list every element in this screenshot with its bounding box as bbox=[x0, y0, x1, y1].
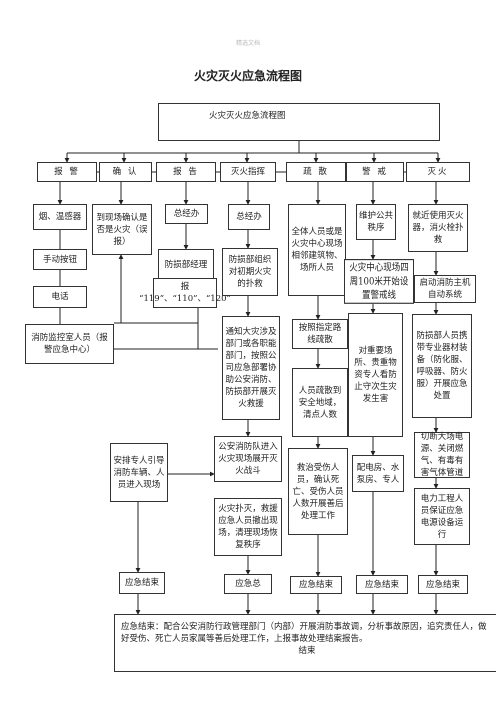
node-cmd-org: 防损部组织对初期火灾的扑救 bbox=[222, 248, 278, 296]
stage-report: 报 告 bbox=[156, 162, 216, 182]
node-guard-key: 对重要场所、贵重物资专人看防止守次生灾发生害 bbox=[348, 313, 403, 437]
node-evac-route: 按照指定路线疏散 bbox=[292, 319, 348, 349]
stage-confirm: 确 认 bbox=[99, 162, 152, 182]
node-fire-elec: 电力工程人员保证应急电源设备运行 bbox=[414, 488, 470, 545]
node-cmd-police: 公安消防队进入火灾现场展开灭火战斗 bbox=[214, 436, 282, 482]
stage-alarm: 报 警 bbox=[37, 162, 97, 182]
node-end-1: 应急结束 bbox=[119, 572, 165, 594]
node-cmd-gm: 总经办 bbox=[228, 204, 270, 230]
node-report-call: 报 “119”、“110”、“120” bbox=[139, 278, 231, 308]
node-cmd-after: 火灾扑灭，救援应急人员撤出现场，清理现场恢复秩序 bbox=[214, 498, 282, 556]
node-fire-team: 防损部人员携带专业器材装备（防化服、呼吸器、防火服）开展应急处置 bbox=[412, 314, 472, 418]
stage-command: 灭火指挥 bbox=[220, 162, 276, 182]
stage-extinguish: 灭火 bbox=[406, 162, 470, 182]
node-final: 应急结束：配合公安消防行政管理部门（内部）开展消防事故调，分析事故原因，追究责任… bbox=[114, 614, 496, 672]
node-end-2: 应急总 bbox=[224, 574, 272, 594]
flowchart-header: 火灾灭火应急流程图 bbox=[158, 103, 440, 141]
node-end-5: 应急结束 bbox=[418, 575, 468, 594]
node-evac-rescue: 救治受伤人员，确认死亡、受伤人员人数开展善后处理工作 bbox=[288, 448, 348, 535]
node-report-dept: 防损部经理 bbox=[158, 249, 214, 281]
node-smoke-sensor: 烟、温感器 bbox=[33, 204, 87, 230]
node-fire-extinguisher: 就近使用灭火器，消火栓扑救 bbox=[408, 204, 468, 252]
node-manual-button: 手动按钮 bbox=[33, 249, 87, 270]
node-confirm-site: 到现场确认是否是火灾（误报） bbox=[92, 204, 152, 255]
node-guard-order: 维护公共秩序 bbox=[356, 204, 396, 240]
node-guide-vehicle: 安排专人引导消防车辆、人员进入现场 bbox=[110, 443, 168, 502]
node-guard-zone: 火灾中心现场四周100米开始设置警戒线 bbox=[344, 259, 414, 304]
node-fire-auto: 启动消防主机自动系统 bbox=[414, 275, 476, 303]
stage-guard: 警 戒 bbox=[346, 162, 404, 182]
node-fire-cut: 切断大场电源、关闭燃气、有毒有害气体管道 bbox=[414, 432, 470, 478]
watermark: 精选文档 bbox=[235, 40, 260, 47]
page-title: 火灾灭火应急流程图 bbox=[193, 69, 302, 83]
node-end-4: 应急结束 bbox=[356, 575, 408, 594]
node-control-room: 消防监控室人员（报警应急中心） bbox=[25, 324, 114, 364]
final-text: 应急结束：配合公安消防行政管理部门（内部）开展消防事故调，分析事故原因，追究责任… bbox=[121, 622, 487, 644]
stage-evacuate: 疏 散 bbox=[286, 162, 346, 182]
node-evac-all: 全体人员或是火灾中心现场相邻建筑物、场所人员 bbox=[288, 204, 346, 296]
node-cmd-notify: 通知大灾涉及部门或各职能部门，按照公司应急部署协助公安消防、防损部开展灭火救援 bbox=[222, 316, 280, 420]
node-phone: 电话 bbox=[33, 286, 87, 308]
node-end-3: 应急结束 bbox=[290, 576, 342, 594]
node-report-gm: 总经办 bbox=[165, 204, 208, 224]
node-guard-power: 配电房、水泵房、专人 bbox=[352, 455, 404, 492]
final-end: 结束 bbox=[298, 646, 316, 656]
node-evac-safe: 人员疏散到安全地域，清点人数 bbox=[292, 368, 348, 437]
